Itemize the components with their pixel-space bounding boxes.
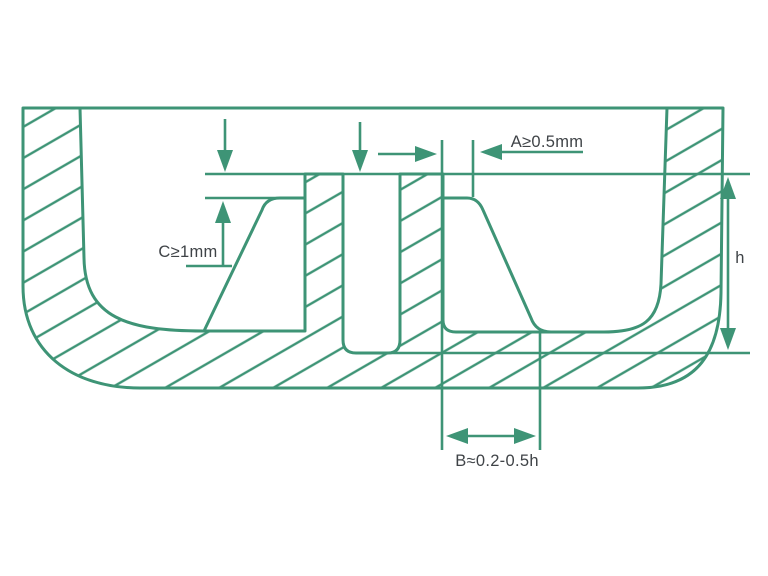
dim-c-arrow-head: [215, 201, 231, 223]
top-reference-arrows: [217, 119, 437, 172]
down-arrow-middle-head: [352, 150, 368, 172]
dim-a-label: A≥0.5mm: [511, 133, 584, 151]
right-arrow-head: [415, 146, 437, 162]
dim-h-arrow-head-top: [720, 177, 736, 199]
reference-lines: [205, 172, 750, 200]
dimension-h: h: [388, 177, 750, 355]
dim-b-label: B≈0.2-0.5h: [455, 452, 539, 470]
dim-h-arrow-head-bottom: [720, 328, 736, 350]
dimension-a: A≥0.5mm: [440, 133, 584, 450]
dimension-b: B≈0.2-0.5h: [446, 332, 542, 470]
dim-b-arrow-head-right: [514, 428, 536, 444]
dim-c-label: C≥1mm: [158, 243, 217, 261]
part-cross-section: [21, 106, 725, 390]
dimension-c: C≥1mm: [158, 201, 232, 268]
down-arrow-left-head: [217, 150, 233, 172]
dim-b-arrow-head-left: [446, 428, 468, 444]
part-material-hatched: [21, 106, 725, 390]
dim-h-label: h: [735, 249, 744, 267]
dim-a-arrow-head: [480, 144, 502, 160]
right-gusset-profile: [443, 196, 552, 334]
